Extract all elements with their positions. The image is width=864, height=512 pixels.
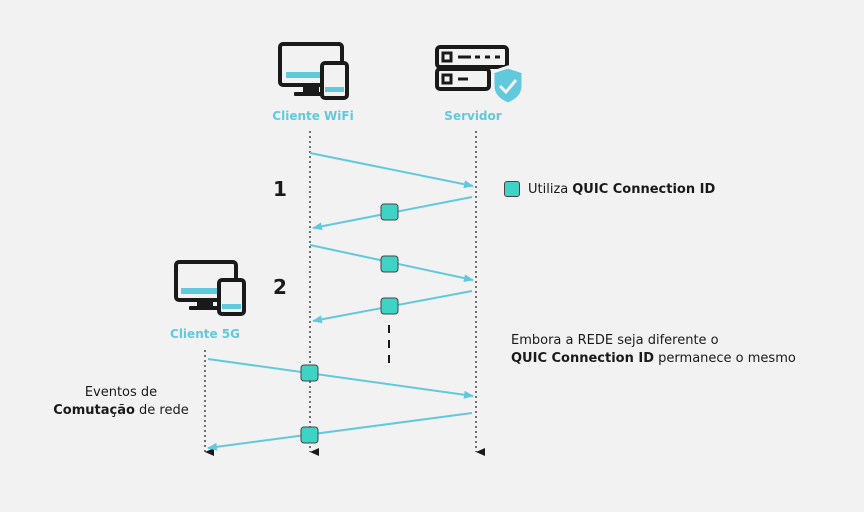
events-line-2-rest: de rede (139, 403, 189, 418)
packet-marker (380, 255, 399, 273)
legend-swatch (504, 181, 520, 197)
client-5g-label: Cliente 5G (170, 327, 240, 341)
server-label: Servidor (444, 109, 502, 123)
step-number-2: 2 (273, 275, 287, 299)
client-5g-desktop-tablet-icon (174, 260, 246, 316)
network-switch-events-label: Eventos de Comutação de rede (26, 384, 216, 420)
legend: Utiliza QUIC Connection ID (504, 181, 715, 197)
events-line-1: Eventos de (84, 385, 158, 400)
events-line-2-bold: Comutação (53, 403, 135, 418)
legend-text: Utiliza (528, 181, 569, 197)
message-5 (207, 358, 474, 399)
step-number-1: 1 (273, 177, 287, 201)
message-1 (309, 152, 474, 189)
message-6 (207, 412, 473, 451)
note-line-2: QUIC Connection ID permanece o mesmo (511, 350, 796, 368)
wifi-client-desktop-tablet-icon (278, 42, 349, 100)
note-line-2-rest: permanece o mesmo (658, 351, 796, 366)
packet-marker (300, 364, 319, 382)
note-line-1: Embora a REDE seja diferente o (511, 333, 719, 348)
packet-marker (300, 426, 319, 444)
events-line-2: Comutação de rede (26, 402, 216, 420)
server-shield-icon (435, 45, 525, 106)
note-line-2-bold: QUIC Connection ID (511, 351, 655, 366)
network-change-note: Embora a REDE seja diferente o QUIC Conn… (511, 332, 796, 368)
packet-marker (380, 297, 399, 315)
wifi-client-label: Cliente WiFi (272, 109, 354, 123)
legend-bold-text: QUIC Connection ID (572, 181, 716, 197)
packet-marker (380, 203, 399, 221)
